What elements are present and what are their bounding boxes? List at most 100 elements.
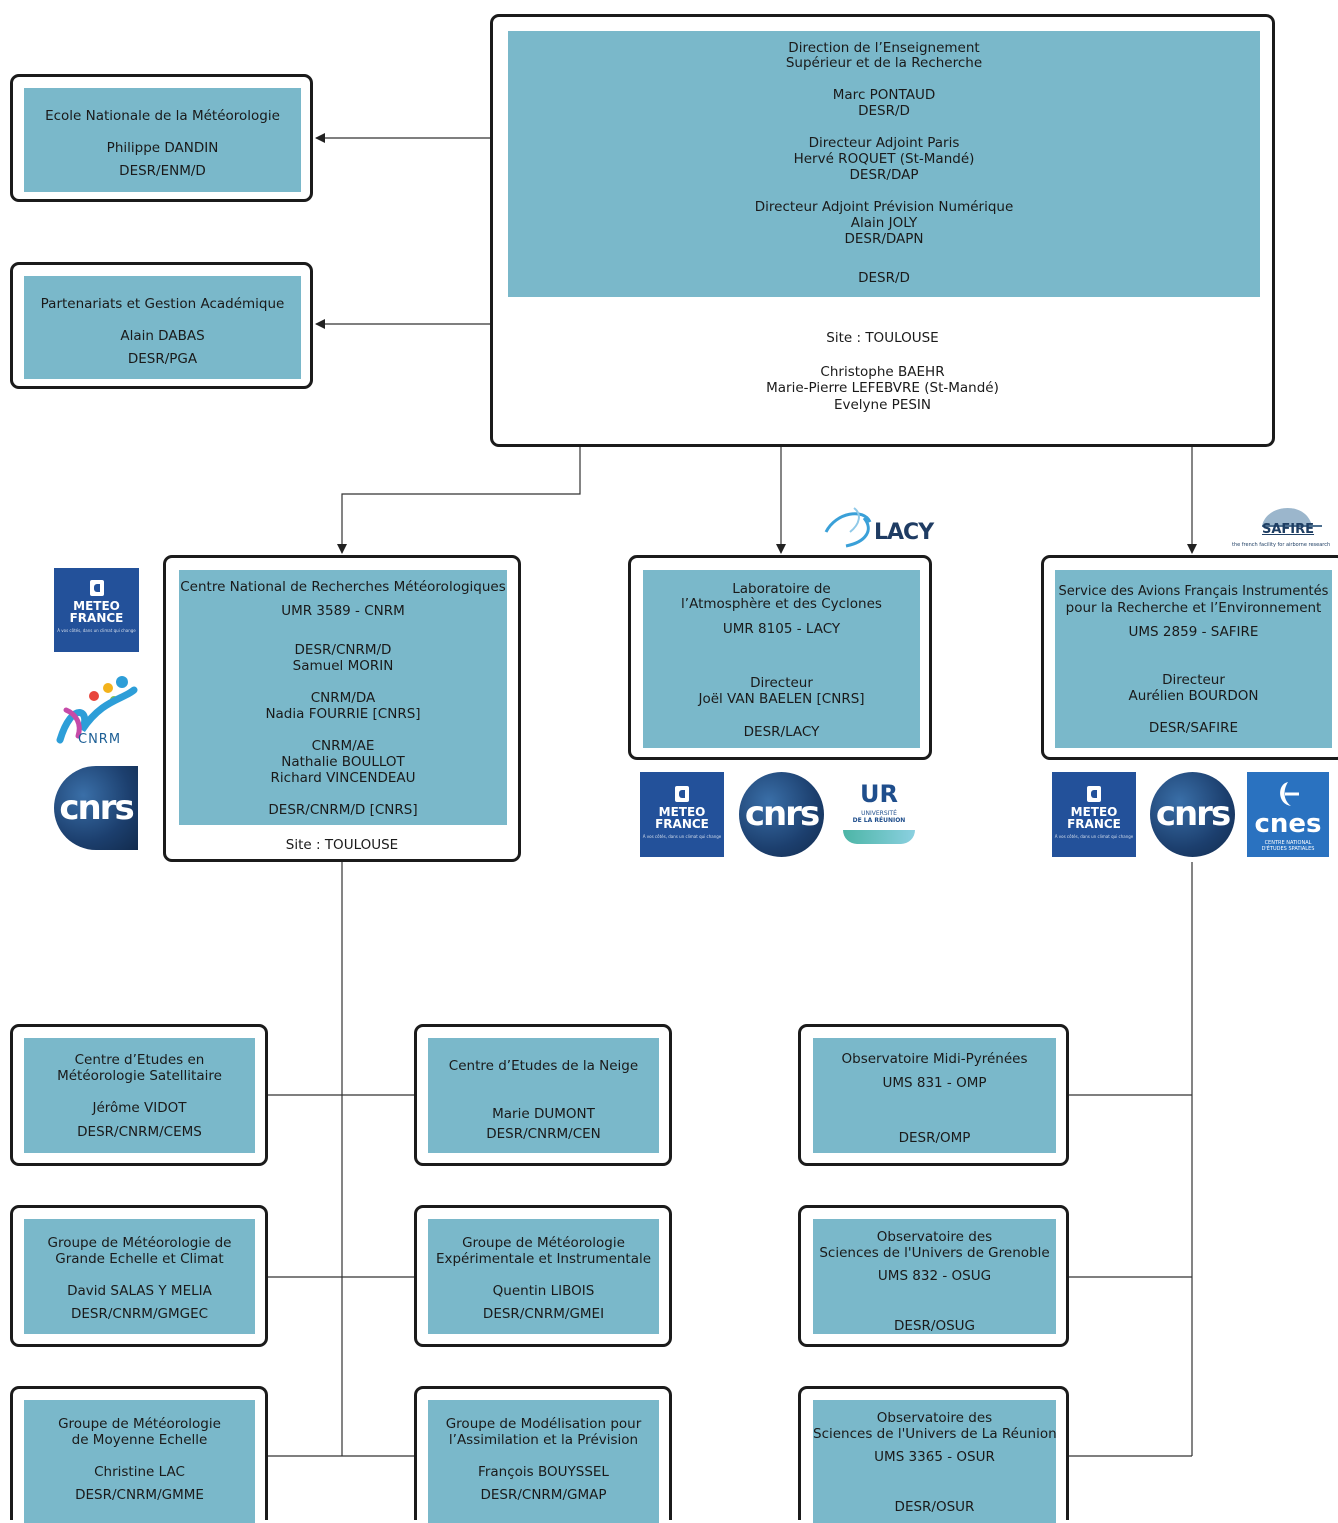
- safire-ums: UMS 2859 - SAFIRE: [1128, 624, 1259, 640]
- pga-head: Alain DABAS: [120, 328, 205, 344]
- cnrm-da-code: CNRM/DA: [310, 690, 376, 706]
- cnes-logo: cnes CENTRE NATIONAL D'ÉTUDES SPATIALES: [1247, 772, 1329, 857]
- safire-meteo-france-logo: METEO FRANCE À vos côtés, dans un climat…: [1052, 772, 1136, 857]
- osug-title-2: Sciences de l'Univers de Grenoble: [819, 1245, 1050, 1261]
- cnrm-ae-name-1: Nathalie BOULLOT: [281, 754, 405, 770]
- lacy-logo: LACY: [820, 502, 938, 550]
- cems-head: Jérôme VIDOT: [92, 1100, 187, 1116]
- gmei-head: Quentin LIBOIS: [492, 1283, 595, 1299]
- ur-logo-word-1: UNIVERSITÉ: [861, 810, 897, 817]
- osug-code: DESR/OSUG: [894, 1318, 975, 1334]
- safire-meteo-france-mark-icon: [1087, 786, 1101, 802]
- universite-reunion-logo: UR UNIVERSITÉ DE LA RÉUNION: [837, 772, 921, 857]
- gmme-box: Groupe de Météorologie de Moyenne Echell…: [10, 1386, 268, 1523]
- safire-panel: Service des Avions Français Instrumentés…: [1055, 570, 1332, 748]
- gmme-head: Christine LAC: [94, 1464, 185, 1480]
- desr-box: Direction de l’Enseignement Supérieur et…: [490, 14, 1275, 447]
- cnrm-dir-name: Samuel MORIN: [292, 658, 394, 674]
- lacy-meteo-france-tagline: À vos côtés, dans un climat qui change: [642, 834, 722, 839]
- desr-deputy-paris-code: DESR/DAP: [849, 167, 919, 183]
- lacy-box: Laboratoire de l’Atmosphère et des Cyclo…: [628, 555, 932, 760]
- cen-panel: Centre d’Etudes de la Neige Marie DUMONT…: [428, 1038, 659, 1153]
- cnrm-ae-code: CNRM/AE: [311, 738, 375, 754]
- gmgec-head: David SALAS Y MELIA: [67, 1283, 212, 1299]
- ur-logo-word-2: DE LA RÉUNION: [852, 817, 906, 824]
- gmme-code: DESR/CNRM/GMME: [75, 1487, 204, 1503]
- meteo-france-tagline: À vos côtés, dans un climat qui change: [57, 628, 136, 633]
- lacy-title-1: Laboratoire de: [732, 581, 831, 597]
- enm-head: Philippe DANDIN: [106, 140, 219, 156]
- ur-logo-mark: UR: [860, 780, 898, 808]
- desr-deputy-pn-title: Directeur Adjoint Prévision Numérique: [754, 199, 1014, 215]
- lacy-code: DESR/LACY: [743, 724, 820, 740]
- ur-wave-icon: [843, 830, 915, 844]
- gmgec-panel: Groupe de Météorologie de Grande Echelle…: [24, 1219, 255, 1334]
- gmgec-code: DESR/CNRM/GMGEC: [70, 1306, 209, 1322]
- gmap-code: DESR/CNRM/GMAP: [480, 1487, 607, 1503]
- safire-logo: SAFIRE the french facility for airborne …: [1232, 494, 1338, 552]
- gmei-box: Groupe de Météorologie Expérimentale et …: [414, 1205, 672, 1347]
- desr-site: Site : TOULOUSE: [826, 330, 939, 346]
- cnrm-code: DESR/CNRM/D [CNRS]: [268, 802, 418, 818]
- safire-dir-title: Directeur: [1162, 672, 1225, 688]
- cnrs-logo-left: cnrs: [54, 766, 138, 850]
- desr-deputy-paris-name: Hervé ROQUET (St-Mandé): [793, 151, 975, 167]
- osur-code: DESR/OSUR: [894, 1499, 975, 1515]
- gmap-panel: Groupe de Modélisation pour l’Assimilati…: [428, 1400, 659, 1523]
- lacy-dir-title: Directeur: [750, 675, 813, 691]
- lacy-meteo-france-word-2: FRANCE: [655, 817, 709, 831]
- desr-panel: Direction de l’Enseignement Supérieur et…: [508, 31, 1260, 297]
- cnrm-logo: CNRM: [52, 670, 140, 750]
- gmme-title-1: Groupe de Météorologie: [58, 1416, 221, 1432]
- desr-deputy-pn-code: DESR/DAPN: [844, 231, 924, 247]
- cnrm-umr: UMR 3589 - CNRM: [281, 603, 405, 619]
- meteo-france-word-1: METEO: [73, 599, 120, 613]
- omp-code: DESR/OMP: [898, 1130, 971, 1146]
- cnes-logo-line-1: CENTRE NATIONAL: [1264, 840, 1312, 846]
- gmgec-box: Groupe de Météorologie de Grande Echelle…: [10, 1205, 268, 1347]
- pga-panel: Partenariats et Gestion Académique Alain…: [24, 276, 301, 379]
- safire-box: Service des Avions Français Instrumentés…: [1041, 555, 1338, 760]
- enm-code: DESR/ENM/D: [119, 163, 206, 179]
- cen-code: DESR/CNRM/CEN: [486, 1126, 601, 1142]
- osur-title-2: Sciences de l'Univers de La Réunion: [813, 1426, 1057, 1442]
- cems-title-2: Météorologie Satellitaire: [57, 1068, 222, 1084]
- safire-meteo-france-word-1: METEO: [1070, 805, 1118, 819]
- safire-logo-tagline: the french facility for airborne researc…: [1232, 542, 1331, 548]
- osur-ums: UMS 3365 - OSUR: [874, 1449, 995, 1465]
- lacy-panel: Laboratoire de l’Atmosphère et des Cyclo…: [643, 570, 920, 748]
- safire-logo-text: SAFIRE: [1262, 522, 1315, 537]
- gmap-title-1: Groupe de Modélisation pour: [445, 1416, 642, 1432]
- lacy-meteo-france-logo: METEO FRANCE À vos côtés, dans un climat…: [640, 772, 724, 857]
- omp-title: Observatoire Midi-Pyrénées: [841, 1051, 1028, 1067]
- osur-box: Observatoire des Sciences de l'Univers d…: [798, 1386, 1069, 1523]
- gmei-title-2: Expérimentale et Instrumentale: [435, 1251, 652, 1267]
- cnrm-da-name: Nadia FOURRIE [CNRS]: [265, 706, 421, 722]
- pga-code: DESR/PGA: [127, 351, 198, 367]
- desr-title-2: Supérieur et de la Recherche: [785, 55, 983, 71]
- cnes-logo-line-2: D'ÉTUDES SPATIALES: [1261, 846, 1315, 852]
- pga-title: Partenariats et Gestion Académique: [40, 296, 285, 312]
- desr-staff-3: Evelyne PESIN: [833, 397, 932, 413]
- safire-meteo-france-tagline: À vos côtés, dans un climat qui change: [1054, 834, 1134, 839]
- cnrm-title: Centre National de Recherches Météorolog…: [180, 579, 506, 595]
- osug-box: Observatoire des Sciences de l'Univers d…: [798, 1205, 1069, 1347]
- desr-code: DESR/D: [858, 270, 910, 286]
- desr-director-code: DESR/D: [858, 103, 910, 119]
- safire-dir-name: Aurélien BOURDON: [1128, 688, 1259, 704]
- desr-staff-1: Christophe BAEHR: [820, 364, 945, 380]
- cems-code: DESR/CNRM/CEMS: [77, 1124, 202, 1140]
- cnrm-panel: Centre National de Recherches Météorolog…: [179, 570, 507, 825]
- lacy-dir-name: Joël VAN BAELEN [CNRS]: [698, 691, 865, 707]
- lacy-cnrs-logo: cnrs: [739, 772, 824, 857]
- osur-panel: Observatoire des Sciences de l'Univers d…: [813, 1400, 1057, 1523]
- gmgec-title-1: Groupe de Météorologie de: [47, 1235, 232, 1251]
- safire-title-2: pour la Recherche et l’Environnement: [1065, 600, 1322, 616]
- cnrm-site: Site : TOULOUSE: [285, 837, 399, 853]
- lacy-cnrs-logo-text: cnrs: [744, 794, 820, 834]
- gmei-title-1: Groupe de Météorologie: [462, 1235, 625, 1251]
- gmgec-title-2: Grande Echelle et Climat: [55, 1251, 224, 1267]
- safire-cnrs-logo-text: cnrs: [1155, 794, 1231, 834]
- omp-ums: UMS 831 - OMP: [882, 1075, 987, 1091]
